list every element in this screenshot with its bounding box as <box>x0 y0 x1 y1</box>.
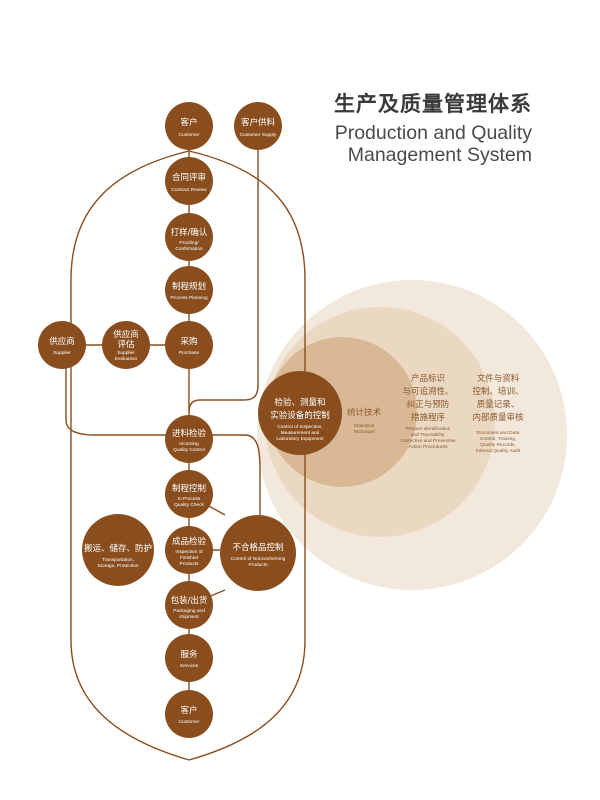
svg-text:纠正与预防: 纠正与预防 <box>407 399 450 410</box>
node-purchase: 采购 Purchase <box>165 321 213 369</box>
svg-text:Action Procedures: Action Procedures <box>408 444 448 450</box>
svg-text:Storage, Protection: Storage, Protection <box>97 563 138 569</box>
svg-text:Process Planning: Process Planning <box>170 295 208 301</box>
svg-text:进料检验: 进料检验 <box>172 428 207 439</box>
node-supplier: 供应商 Supplier <box>38 321 86 369</box>
circle-inspection <box>258 371 342 455</box>
node-services: 服务 Services <box>165 634 213 682</box>
svg-text:Supplier: Supplier <box>53 350 71 356</box>
svg-text:搬运、储存、防护: 搬运、储存、防护 <box>84 543 152 554</box>
node-customer-top: 客户 Customer <box>165 102 213 150</box>
svg-text:内部质量审核: 内部质量审核 <box>472 412 524 423</box>
svg-text:Transportation,: Transportation, <box>102 557 134 563</box>
label-traceability: 产品标识 与可追溯性、 纠正与预防 措施程序 Product Identific… <box>400 373 456 450</box>
svg-text:包装/出货: 包装/出货 <box>171 595 208 606</box>
svg-text:Proofing/: Proofing/ <box>179 240 199 246</box>
svg-text:Finished: Finished <box>180 555 198 561</box>
node-nonconforming: 不合格品控制 Control of Nonconforming Products <box>220 515 296 591</box>
svg-text:Customer: Customer <box>179 719 200 725</box>
svg-text:Customer: Customer <box>179 132 200 138</box>
svg-text:Control of Nonconforming: Control of Nonconforming <box>231 556 286 562</box>
node-process-planning: 制程规划 Process Planning <box>165 266 213 314</box>
svg-text:Products: Products <box>249 562 269 568</box>
svg-text:and Traceability,: and Traceability, <box>411 432 446 438</box>
svg-text:评估: 评估 <box>117 339 135 350</box>
svg-text:Supplier: Supplier <box>117 350 135 356</box>
svg-text:与可追溯性、: 与可追溯性、 <box>402 386 453 397</box>
svg-text:客户: 客户 <box>180 117 197 128</box>
svg-text:Document and Data: Document and Data <box>477 430 520 436</box>
node-proofing: 打样/确认 Proofing/ Confirmation <box>165 213 213 261</box>
svg-text:客户: 客户 <box>180 705 197 716</box>
svg-text:产品标识: 产品标识 <box>411 373 445 384</box>
svg-text:Packaging and: Packaging and <box>173 608 205 614</box>
svg-text:Measurement and: Measurement and <box>281 430 320 436</box>
svg-text:Products: Products <box>180 561 200 567</box>
node-customer-bottom: 客户 Customer <box>165 690 213 738</box>
svg-text:shipment: shipment <box>179 614 199 620</box>
svg-text:Confirmation: Confirmation <box>175 246 203 252</box>
svg-text:供应商: 供应商 <box>113 329 139 340</box>
svg-text:实验设备的控制: 实验设备的控制 <box>270 410 330 421</box>
svg-text:Quality Check: Quality Check <box>174 502 204 508</box>
svg-text:制程控制: 制程控制 <box>172 483 206 494</box>
svg-text:Control of Inspection,: Control of Inspection, <box>277 424 322 430</box>
svg-text:服务: 服务 <box>180 649 198 660</box>
svg-text:Internal Quality Audit: Internal Quality Audit <box>476 448 521 454</box>
node-in-process-qc: 制程控制 In Process Quality Check <box>165 470 213 518</box>
svg-text:成品检验: 成品检验 <box>172 536 207 547</box>
svg-text:Evaluation: Evaluation <box>115 356 138 362</box>
svg-text:Inspection of: Inspection of <box>175 549 203 555</box>
node-packaging: 包装/出货 Packaging and shipment <box>165 581 213 629</box>
svg-text:Control, Training,: Control, Training, <box>480 436 517 442</box>
svg-text:文件与资料: 文件与资料 <box>477 373 520 384</box>
node-transportation: 搬运、储存、防护 Transportation, Storage, Protec… <box>82 514 154 586</box>
svg-text:控制、培训、: 控制、培训、 <box>472 386 523 397</box>
svg-text:Incoming: Incoming <box>179 441 199 447</box>
svg-text:制程规划: 制程规划 <box>172 281 206 292</box>
page-title-zh: 生产及质量管理体系 <box>334 92 532 116</box>
svg-text:Technique: Technique <box>353 429 375 435</box>
svg-text:供应商: 供应商 <box>49 336 75 347</box>
svg-text:打样/确认: 打样/确认 <box>171 227 208 238</box>
svg-text:检验、测量和: 检验、测量和 <box>274 397 325 408</box>
svg-text:Statistical: Statistical <box>354 423 375 429</box>
svg-text:统计技术: 统计技术 <box>347 407 382 418</box>
svg-text:措施程序: 措施程序 <box>411 412 446 423</box>
label-inspection-equipment: 检验、测量和 实验设备的控制 Control of Inspection, Me… <box>270 397 330 442</box>
svg-text:Quality Control: Quality Control <box>173 447 205 453</box>
node-supplier-evaluation: 供应商 评估 Supplier Evaluation <box>102 321 150 369</box>
svg-text:Corrective and Preventive: Corrective and Preventive <box>400 438 456 444</box>
svg-text:Contract Review: Contract Review <box>171 187 207 193</box>
page-title-en: Production and Quality Management System <box>334 122 532 166</box>
svg-text:合同评审: 合同评审 <box>172 172 206 183</box>
svg-text:质量记录、: 质量记录、 <box>477 399 520 410</box>
label-statistical-technique: 统计技术 Statistical Technique <box>347 407 382 435</box>
svg-text:采购: 采购 <box>180 336 197 347</box>
svg-text:Purchase: Purchase <box>179 350 200 356</box>
svg-text:In Process: In Process <box>178 496 201 502</box>
svg-text:客户供料: 客户供料 <box>241 117 276 128</box>
svg-text:Laboratory Equipment: Laboratory Equipment <box>276 436 324 442</box>
node-finished-inspection: 成品检验 Inspection of Finished Products <box>165 526 213 574</box>
svg-text:不合格品控制: 不合格品控制 <box>232 542 283 553</box>
svg-text:Customer Supply: Customer Supply <box>240 132 277 138</box>
node-contract-review: 合同评审 Contract Review <box>165 157 213 205</box>
label-documents: 文件与资料 控制、培训、 质量记录、 内部质量审核 Document and D… <box>472 373 524 454</box>
svg-text:Product Identification: Product Identification <box>406 426 451 432</box>
svg-text:Services: Services <box>180 663 199 669</box>
node-customer-supply: 客户供料 Customer Supply <box>234 102 282 150</box>
svg-text:Quality Records,: Quality Records, <box>480 442 515 448</box>
node-incoming-qc: 进料检验 Incoming Quality Control <box>165 415 213 463</box>
